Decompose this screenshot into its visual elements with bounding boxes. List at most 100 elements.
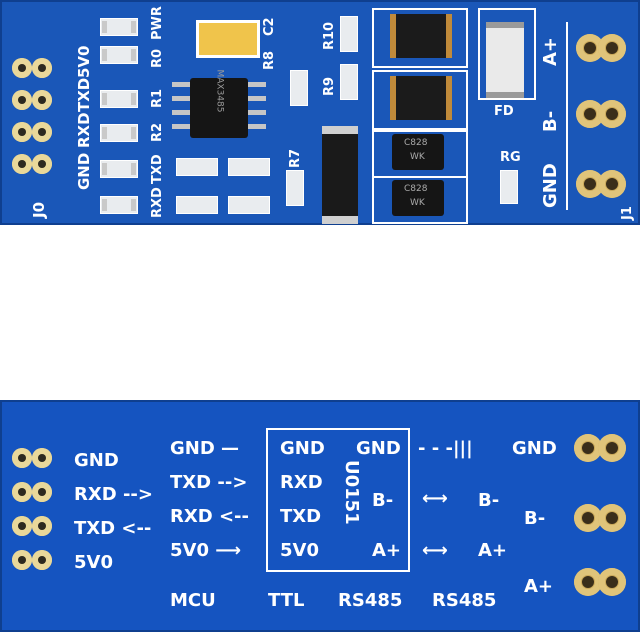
chip-legs-left: [172, 82, 190, 134]
terminal-label-b-minus: B-: [540, 110, 561, 132]
tvs-1: [390, 14, 452, 58]
resistor-r8: [290, 70, 308, 106]
part-label-r2: R2: [150, 122, 165, 142]
resistor-mid-1: [176, 158, 218, 176]
mcu-5v0-text: 5V0: [170, 540, 209, 561]
tvs-2: [390, 76, 452, 120]
diode-outline-2: [372, 176, 468, 224]
footer-ttl: TTL: [268, 590, 305, 611]
outer-a-plus: A+: [524, 576, 554, 597]
mcu-rxd-text: RXD: [170, 506, 213, 527]
ttl-box: [266, 428, 410, 572]
header-pin-1: [12, 58, 32, 78]
diode-sub-2: WK: [410, 198, 425, 208]
part-label-r10: R10: [322, 21, 337, 50]
mcu-gnd-text: GND: [170, 438, 215, 459]
part-label-rg: RG: [500, 150, 521, 165]
fuse-outline: [478, 8, 536, 100]
ttl-5v0: 5V0: [280, 540, 319, 561]
fuse: [486, 22, 524, 98]
left-label-txd-text: TXD: [74, 518, 116, 539]
header-pin-1b: [32, 58, 52, 78]
diode-text-2: C828: [404, 184, 428, 194]
left-label-rxd-text: RXD: [74, 484, 117, 505]
part-label-fd: FD: [494, 104, 514, 119]
resistor-mid-2: [176, 196, 218, 214]
part-label-r0: R0: [150, 48, 165, 68]
part-label-r7: R7: [288, 148, 303, 168]
resistor-r2: [100, 124, 138, 142]
diode-sub-1: WK: [410, 152, 425, 162]
bottom-pin-1b: [32, 448, 52, 468]
chip-text-1: MAX3485: [214, 69, 225, 113]
footer-mcu: MCU: [170, 590, 216, 611]
outer-gnd: GND: [512, 438, 557, 459]
inner-b-minus: B-: [372, 490, 394, 511]
part-label-rxd: RXD: [150, 187, 165, 218]
ttl-rxd: RXD: [280, 472, 323, 493]
terminal-b-minus-1: [576, 100, 604, 128]
part-label-r9: R9: [322, 76, 337, 96]
led-pwr: [100, 18, 138, 36]
footer-rs485-a: RS485: [338, 590, 403, 611]
terminal-gnd-2: [598, 170, 626, 198]
diode: [322, 126, 358, 224]
header-pin-2b: [32, 90, 52, 110]
header-pin-4: [12, 154, 32, 174]
header-pin-3b: [32, 122, 52, 142]
resistor-mid-3: [228, 158, 270, 176]
part-label-r1: R1: [150, 88, 165, 108]
left-label-txd: TXD <--: [74, 518, 152, 539]
terminal-b-minus-2: [598, 100, 626, 128]
top-board: J0 5V0 TXD RXD GND PWR R0 R1 R2 TXD RXD …: [0, 0, 640, 225]
bottom-pin-4: [12, 550, 32, 570]
terminal-label-gnd: GND: [540, 163, 561, 208]
header-label: J0: [30, 201, 48, 218]
bottom-terminal-a-2: [598, 568, 626, 596]
terminal-bracket: [566, 22, 632, 210]
diode-c828-1: C828 WK: [392, 134, 444, 170]
chip-legs-right: [248, 82, 266, 134]
mcu-txd: TXD -->: [170, 472, 248, 493]
left-label-5v0: 5V0: [74, 552, 113, 573]
tvs-outline-1: [372, 8, 468, 68]
bottom-pin-1: [12, 448, 32, 468]
mcu-rxd: RXD <--: [170, 506, 249, 527]
resistor-mid-4: [228, 196, 270, 214]
module-name: U0151: [341, 460, 362, 525]
arrow-a: ⟷: [422, 540, 448, 561]
terminal-a-plus-2: [598, 34, 626, 62]
pin-label-txd: TXD: [75, 77, 93, 112]
mcu-txd-text: TXD: [170, 472, 212, 493]
part-label-txd: TXD: [150, 154, 165, 184]
mcu-5v0: 5V0 ⟶: [170, 540, 242, 561]
transceiver-chip: MAX3485: [190, 70, 248, 138]
resistor-r7: [286, 170, 304, 206]
resistor-r0: [100, 46, 138, 64]
resistor-r9: [340, 64, 358, 100]
bottom-terminal-a-1: [574, 568, 602, 596]
bottom-terminal-b-1: [574, 504, 602, 532]
diode-c828-2: C828 WK: [392, 180, 444, 216]
left-label-gnd: GND: [74, 450, 119, 471]
outer-a-plus-mid: A+: [478, 540, 508, 561]
ttl-txd: TXD: [280, 506, 322, 527]
part-label-r8: R8: [262, 50, 277, 70]
bottom-pin-2b: [32, 482, 52, 502]
pin-label-gnd: GND: [75, 152, 93, 190]
bottom-terminal-b-2: [598, 504, 626, 532]
header-pin-3: [12, 122, 32, 142]
pin-label-rxd: RXD: [75, 112, 93, 148]
left-label-rxd: RXD -->: [74, 484, 153, 505]
tvs-outline-2: [372, 70, 468, 130]
bottom-terminal-gnd-2: [598, 434, 626, 462]
diode-text-1: C828: [404, 138, 428, 148]
part-label-c2: C2: [262, 17, 277, 36]
terminal-label-a-plus: A+: [540, 36, 561, 66]
bottom-pin-2: [12, 482, 32, 502]
bottom-board: GND RXD --> TXD <-- 5V0 GND — TXD --> RX…: [0, 400, 640, 632]
ttl-gnd: GND: [280, 438, 325, 459]
bottom-pin-3b: [32, 516, 52, 536]
part-label-j1: J1: [620, 206, 635, 220]
mcu-gnd: GND —: [170, 438, 240, 459]
